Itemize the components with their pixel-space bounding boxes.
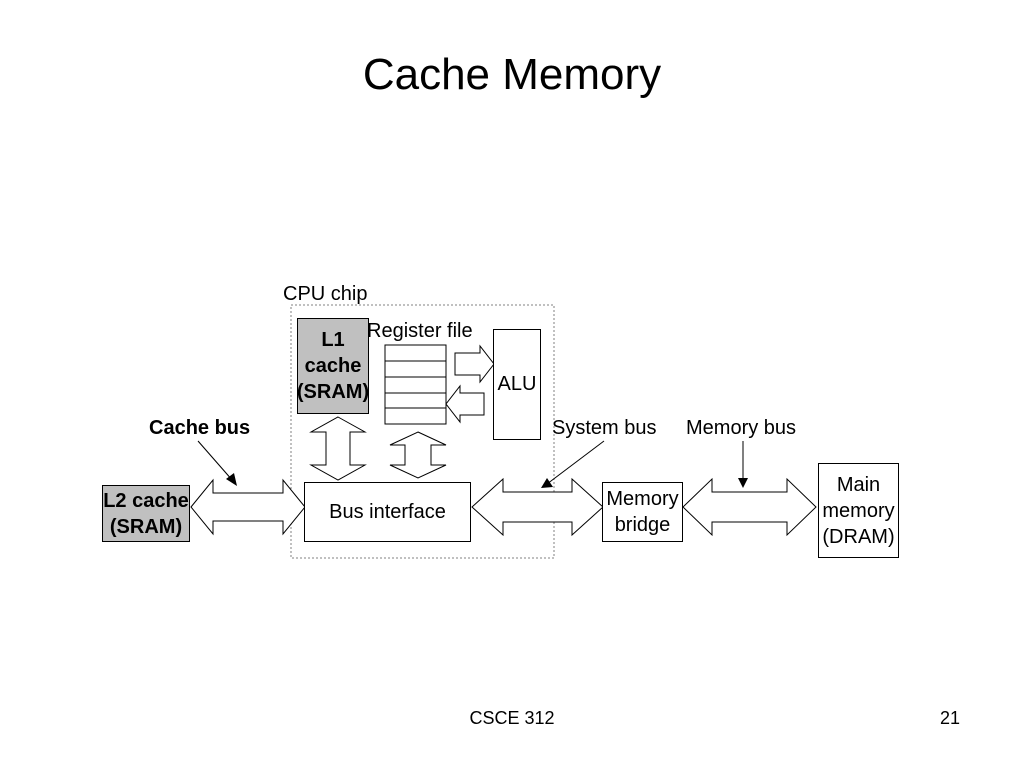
cache-bus-arrow [190, 478, 306, 536]
l1-cache-line-2: cache [304, 355, 362, 377]
footer-course: CSCE 312 [469, 708, 555, 728]
main-memory-line-3: (DRAM) [822, 525, 895, 548]
cpu-chip-label: CPU chip [283, 283, 368, 305]
main-memory-line-1: Main [836, 473, 881, 496]
regfile-to-alu-arrow [454, 344, 495, 384]
alu-box: ALU [493, 329, 541, 440]
alu-label: ALU [497, 373, 537, 395]
memory-bridge-line-2: bridge [614, 514, 671, 536]
l1-cache-box: L1 cache (SRAM) [297, 318, 369, 414]
l2-cache-line-2: (SRAM) [109, 515, 183, 538]
cache-bus-label: Cache bus [149, 417, 251, 439]
l1-bus-arrow [309, 416, 367, 481]
system-bus-label: System bus [552, 417, 657, 439]
register-file-label: Register file [367, 320, 473, 342]
cache-bus-pointer [197, 440, 234, 482]
main-memory-box: Main memory (DRAM) [818, 463, 899, 558]
l2-cache-box: L2 cache (SRAM) [102, 485, 190, 542]
cache-bus-pointer-head [226, 473, 237, 486]
bus-interface-box: Bus interface [304, 482, 471, 542]
bus-interface-label: Bus interface [329, 500, 446, 523]
system-bus-pointer-head [541, 478, 553, 488]
regfile-bus-arrow [389, 431, 447, 479]
slide-title: Cache Memory [362, 50, 662, 99]
main-memory-line-2: memory [822, 499, 895, 522]
cpu-chip-boundary [290, 304, 555, 559]
system-bus-pointer [546, 440, 605, 485]
l1-cache-line-3: (SRAM) [296, 381, 370, 403]
l1-cache-line-1: L1 [321, 329, 345, 351]
memory-bridge-box: Memory bridge [602, 482, 683, 542]
memory-bridge-line-1: Memory [606, 488, 679, 510]
l2-cache-line-1: L2 cache [103, 489, 189, 512]
page-number: 21 [940, 708, 961, 728]
memory-bus-label: Memory bus [686, 417, 797, 439]
alu-to-regfile-arrow [445, 384, 485, 424]
system-bus-arrow [471, 477, 604, 537]
memory-bus-pointer-head [738, 478, 748, 488]
register-file [384, 344, 447, 425]
memory-bus-arrow [682, 477, 817, 537]
